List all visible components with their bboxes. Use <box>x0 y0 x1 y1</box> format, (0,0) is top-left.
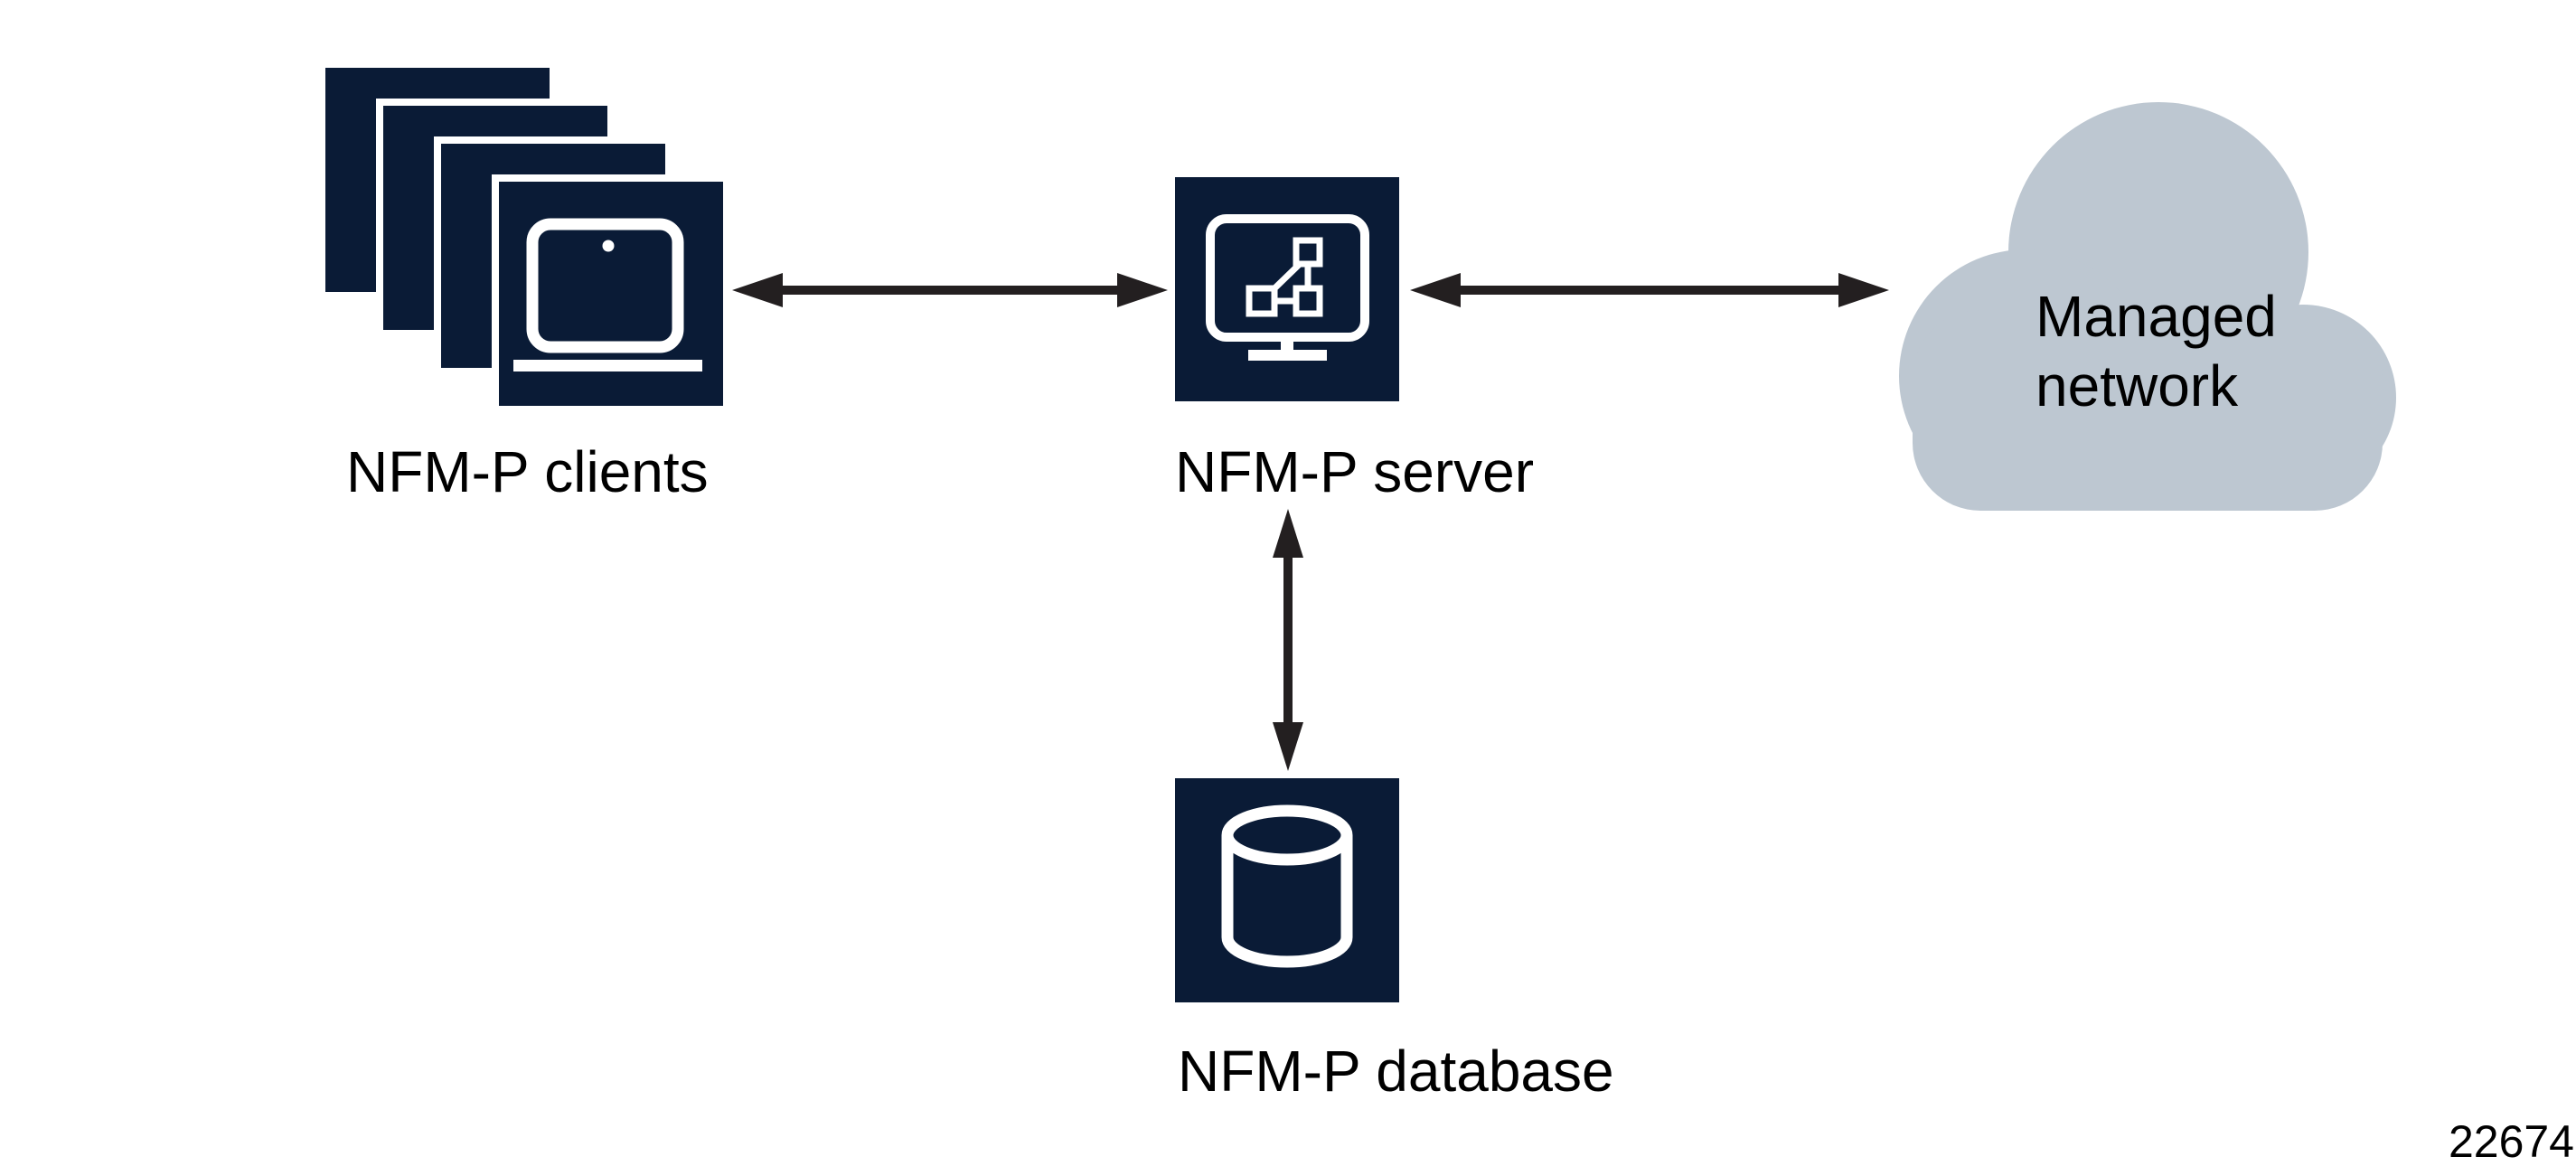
arrow-server-database <box>1271 509 1305 771</box>
managed-network-label: Managed network <box>2035 284 2277 418</box>
arrowhead-up <box>1273 509 1303 558</box>
laptop-icon <box>513 218 702 371</box>
arrow-shaft <box>1452 286 1847 295</box>
arrow-shaft <box>774 286 1126 295</box>
figure-number: 22674 <box>2448 1116 2574 1166</box>
monitor-topology-icon <box>1206 214 1369 361</box>
managed-network-cloud <box>1899 102 2396 511</box>
arrowhead-down <box>1273 722 1303 771</box>
server-label: NFM-P server <box>1175 439 1535 504</box>
arrow-clients-server <box>732 273 1168 307</box>
database-cylinder-icon <box>1221 804 1353 968</box>
database-label: NFM-P database <box>1178 1039 1614 1104</box>
arrow-server-network <box>1410 273 1889 307</box>
clients-label: NFM-P clients <box>346 439 709 504</box>
arrowhead-right <box>1117 273 1168 307</box>
nfmp-server-node <box>1175 177 1399 401</box>
client-stack-layer-front <box>499 182 723 406</box>
nfmp-database-node <box>1175 778 1399 1002</box>
arrow-shaft <box>1283 550 1293 729</box>
arrowhead-right <box>1838 273 1889 307</box>
